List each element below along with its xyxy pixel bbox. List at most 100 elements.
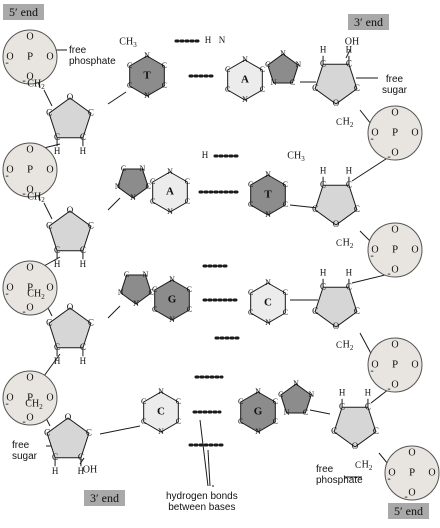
purine-five-ring-2 bbox=[117, 168, 149, 199]
nitrogen-atom: N bbox=[265, 318, 271, 327]
phosphate-group-right-2 bbox=[367, 222, 423, 278]
carbon-atom: C bbox=[365, 401, 371, 411]
carbon-atom: C bbox=[124, 270, 129, 279]
hydroxyl-group: OH bbox=[83, 464, 97, 475]
nitrogen-atom: N bbox=[242, 55, 248, 64]
five-prime-end-label-bottom: 5′ end bbox=[388, 503, 429, 519]
base-ring-thymine-2 bbox=[250, 174, 286, 216]
callout-pointer bbox=[199, 419, 209, 487]
nitrogen-atom: N bbox=[293, 379, 299, 388]
bond-line bbox=[43, 256, 61, 267]
phosphorus-atom: P bbox=[392, 244, 398, 256]
ring-oxygen: O bbox=[333, 219, 340, 229]
carbon-atom: C bbox=[44, 427, 50, 437]
hydrogen-atom: H bbox=[78, 466, 85, 476]
phosphorus-atom: P bbox=[392, 127, 398, 139]
nitrogen-atom: N bbox=[295, 60, 301, 69]
oxygen-atom: O bbox=[26, 262, 33, 273]
oxygen-atom: O bbox=[6, 51, 13, 62]
nitrogen-atom: N bbox=[115, 182, 121, 191]
hydrogen-atom: H bbox=[54, 146, 61, 156]
carbon-atom: C bbox=[320, 179, 326, 189]
bond-line bbox=[107, 305, 121, 319]
nitrogen-atom: N bbox=[284, 408, 290, 417]
oxygen-atom: O bbox=[26, 144, 33, 155]
base-letter: T bbox=[143, 70, 151, 82]
ch2-group: H2 bbox=[343, 339, 354, 351]
nitrogen-atom: N bbox=[219, 35, 226, 45]
nitrogen-atom: N bbox=[265, 278, 271, 287]
ch2-group: CH2 bbox=[27, 78, 45, 90]
carbon-atom: C bbox=[354, 204, 360, 214]
carbon-atom: C bbox=[278, 390, 283, 399]
bond-line bbox=[107, 91, 127, 105]
sugar-ring-left-1 bbox=[48, 97, 92, 139]
carbon-atom: C bbox=[127, 81, 132, 90]
oxygen-atom: O bbox=[26, 31, 33, 42]
hydrogen-atom: H bbox=[346, 267, 353, 277]
nitrogen-atom: N bbox=[265, 170, 271, 179]
charge-minus: - bbox=[387, 383, 390, 394]
three-prime-end-label-bottom: 3′ end bbox=[84, 490, 125, 506]
nitrogen-atom: N bbox=[265, 210, 271, 219]
phosphate-group-right-3 bbox=[367, 337, 423, 393]
carbon-atom: C bbox=[355, 460, 361, 470]
oxygen-atom: O bbox=[391, 379, 398, 390]
carbon-atom: C bbox=[80, 245, 86, 255]
ring-oxygen: O bbox=[67, 92, 74, 102]
nitrogen-atom: N bbox=[144, 91, 150, 100]
charge-minus: - bbox=[5, 57, 8, 68]
carbon-atom: C bbox=[336, 238, 342, 248]
hydrogen-atom: H bbox=[80, 356, 87, 366]
bond-line bbox=[289, 204, 319, 209]
sugar-ring-right-4 bbox=[333, 406, 377, 448]
base-letter: C bbox=[157, 406, 165, 418]
base-letter: C bbox=[264, 297, 272, 309]
carbon-atom: C bbox=[187, 285, 192, 294]
oxygen-atom: O bbox=[6, 392, 13, 403]
phosphate-group-right-4 bbox=[384, 445, 440, 501]
carbon-atom: C bbox=[248, 288, 253, 297]
hydroxyl-group: OH bbox=[345, 36, 359, 47]
carbon-atom: C bbox=[86, 427, 92, 437]
ch2-group: CH2 bbox=[25, 398, 43, 410]
carbon-atom: C bbox=[150, 177, 155, 186]
phosphorus-atom: P bbox=[27, 392, 33, 404]
oxygen-atom: O bbox=[391, 264, 398, 275]
sugar-ring-left-2 bbox=[48, 210, 92, 252]
hydrogen-atom: H bbox=[52, 466, 59, 476]
carbon-atom: C bbox=[273, 397, 278, 406]
free-phosphate-callout-top: free phosphate bbox=[69, 45, 116, 67]
base-letter: A bbox=[241, 74, 249, 86]
oxygen-atom: O bbox=[26, 71, 33, 82]
charge-minus: - bbox=[5, 398, 8, 409]
ch2-group: CH2 bbox=[27, 191, 45, 203]
carbon-atom: C bbox=[320, 281, 326, 291]
hydrogen-atom: H bbox=[346, 165, 353, 175]
hydrogen-atom: H bbox=[320, 165, 327, 175]
hydrogen-atom: H bbox=[339, 387, 346, 397]
carbon-atom: C bbox=[331, 426, 337, 436]
carbon-atom: C bbox=[312, 204, 318, 214]
phosphate-group-left-1 bbox=[2, 29, 58, 85]
carbon-atom: C bbox=[273, 417, 278, 426]
carbon-atom: C bbox=[54, 245, 60, 255]
carbon-atom: C bbox=[127, 61, 132, 70]
ring-oxygen: O bbox=[65, 412, 72, 422]
base-ring-guanine-4 bbox=[240, 391, 276, 433]
callout-pointer bbox=[207, 449, 211, 487]
charge-minus: - bbox=[387, 473, 390, 484]
bond-line bbox=[43, 202, 53, 220]
nitrogen-atom: N bbox=[280, 49, 286, 58]
oxygen-atom: O bbox=[371, 244, 378, 255]
bond-line bbox=[99, 425, 141, 435]
ch2-group: H2 bbox=[362, 459, 373, 471]
charge-minus: - bbox=[370, 365, 373, 376]
nitrogen-atom: N bbox=[158, 387, 164, 396]
ring-oxygen: O bbox=[352, 441, 359, 451]
oxygen-atom: O bbox=[411, 244, 418, 255]
carbon-atom: C bbox=[46, 107, 52, 117]
carbon-atom: C bbox=[150, 197, 155, 206]
charge-minus: - bbox=[5, 288, 8, 299]
